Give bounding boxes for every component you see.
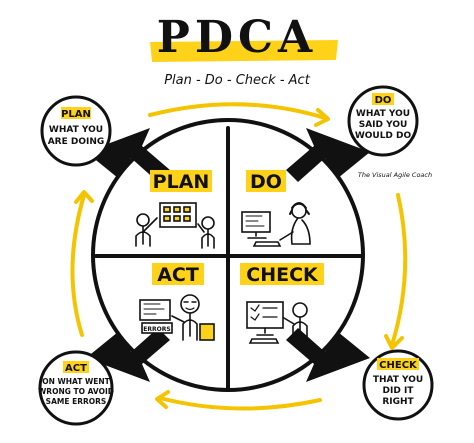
quadrant-plan: PLAN <box>150 170 212 193</box>
orbit-arrow-bottom <box>158 396 322 411</box>
bubble-do-line: WOULD DO <box>355 131 412 141</box>
bubble-check: CHECK THAT YOU DID IT RIGHT <box>362 349 434 421</box>
corner-arrow-bottom-left <box>86 328 170 382</box>
do-label-highlight <box>246 170 286 192</box>
bubble-check-line: DID IT <box>383 386 415 396</box>
bubble-do-outline <box>347 85 419 157</box>
check-illustration <box>246 301 308 344</box>
act-label: ACT <box>157 264 199 286</box>
do-label: DO <box>250 171 282 193</box>
bubble-plan-heading: PLAN <box>61 109 91 120</box>
person-icon <box>135 213 158 247</box>
errors-label: ERRORS <box>143 326 170 333</box>
bubble-check-line: THAT YOU <box>373 375 423 385</box>
bubble-act-line: SAME ERRORS <box>46 397 107 406</box>
corner-arrow-top-right <box>286 128 370 182</box>
bubble-do-line: SAID YOU <box>359 120 408 130</box>
keyboard-icon <box>248 338 280 344</box>
plan-illustration <box>135 202 215 249</box>
bubble-act: ACT ON WHAT WENT WRONG TO AVOID SAME ERR… <box>38 350 114 426</box>
quadrant-do: DO <box>246 170 286 193</box>
orbit-arrows <box>70 102 408 411</box>
checklist-monitor-icon <box>246 301 284 329</box>
corner-arrow-bottom-right <box>286 328 370 382</box>
corner-arrows <box>86 128 370 382</box>
act-illustration: ERRORS <box>139 294 215 341</box>
bubble-check-line: RIGHT <box>382 397 414 407</box>
bubble-act-line: ON WHAT WENT <box>42 377 110 386</box>
bubble-plan-highlight <box>61 107 91 119</box>
keyboard-icon <box>252 241 282 247</box>
bubble-check-heading: CHECK <box>379 360 418 371</box>
bubble-act-heading: ACT <box>65 363 87 374</box>
person-icon <box>283 302 308 341</box>
orbit-arrow-left <box>70 193 86 337</box>
check-label-highlight <box>240 263 324 285</box>
plan-label: PLAN <box>153 171 210 193</box>
corner-arrow-top-left <box>86 128 170 182</box>
bubble-act-highlight <box>63 361 89 373</box>
bubble-act-line: WRONG TO AVOID <box>38 387 114 396</box>
bubble-check-highlight <box>377 358 419 370</box>
page-title: PDCA <box>157 12 317 63</box>
notepad-icon <box>199 323 215 341</box>
act-label-highlight <box>152 263 204 285</box>
person-with-headset-icon <box>279 202 311 245</box>
errors-label-box <box>141 322 173 334</box>
bubble-plan-line: WHAT YOU <box>49 125 103 135</box>
person-icon <box>197 216 215 249</box>
bubble-do-heading: DO <box>375 95 392 106</box>
laptop-screen-icon <box>139 299 171 321</box>
quadrant-check: CHECK <box>240 263 324 286</box>
plan-label-highlight <box>150 170 212 192</box>
bubble-do-line: WHAT YOU <box>356 109 410 119</box>
bubble-plan: PLAN WHAT YOU ARE DOING <box>40 95 112 167</box>
quadrant-act: ACT <box>152 263 204 286</box>
bubble-do-highlight <box>372 93 394 105</box>
title-highlight <box>150 40 338 62</box>
orbit-arrow-top <box>148 102 327 120</box>
do-illustration <box>241 202 311 247</box>
page-subtitle: Plan - Do - Check - Act <box>164 73 311 88</box>
orbit-arrow-right <box>390 193 408 347</box>
check-label: CHECK <box>246 264 319 286</box>
bubble-plan-outline <box>40 95 112 167</box>
quadrant-dividers <box>94 126 364 390</box>
bubble-act-outline <box>38 350 114 426</box>
bubble-do: DO WHAT YOU SAID YOU WOULD DO <box>347 85 419 157</box>
person-with-glasses-icon <box>171 294 200 341</box>
bubble-plan-line: ARE DOING <box>48 137 105 147</box>
monitor-icon <box>241 211 271 233</box>
credit-text: The Visual Agile Coach <box>358 171 432 179</box>
